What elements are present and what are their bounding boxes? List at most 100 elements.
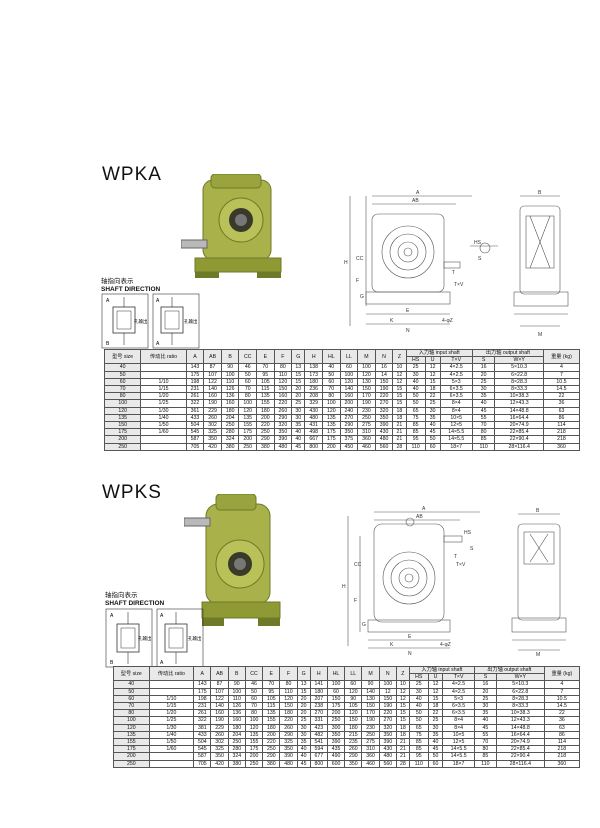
section-wpka: WPKA 轴指向表示 SHAFT DIRECTION A B 孔输出 A 孔输出…: [101, 164, 581, 451]
table-cell: 140: [361, 687, 380, 696]
shaft-direction-label: 轴指向表示 SHAFT DIRECTION: [101, 278, 161, 293]
table-cell: 180: [227, 723, 246, 732]
table-cell: 677: [309, 752, 328, 761]
table-cell: 85: [405, 421, 426, 430]
table-cell: 275: [361, 738, 380, 747]
table-cell: 16: [473, 680, 497, 689]
table-cell: 28: [395, 759, 410, 768]
table-cell: 45: [473, 723, 497, 732]
section-title: WPKA: [102, 164, 162, 185]
table-cell: 115: [262, 702, 281, 711]
table-cell: 120: [273, 377, 293, 387]
table-cell: 190: [361, 716, 380, 725]
table-cell: 180: [262, 723, 281, 732]
table-cell: 100: [244, 716, 264, 725]
dim-label: F: [356, 278, 359, 284]
table-cell: 155: [113, 738, 150, 747]
table-cell: 20: [291, 385, 306, 394]
table-cell: 5×3: [439, 377, 473, 387]
table-cell: 126: [220, 385, 240, 394]
table-cell: 14×48.8: [495, 723, 545, 732]
table-cell: 80: [238, 392, 258, 401]
table-cell: 30: [291, 406, 306, 415]
table-cell: 1/25: [148, 716, 195, 725]
table-cell: 12: [392, 370, 407, 379]
dim-label: B: [538, 190, 542, 196]
shaft-direction-label: 轴指向表示 SHAFT DIRECTION: [105, 592, 165, 607]
table-cell: 55: [473, 730, 497, 740]
table-cell: 170: [357, 392, 376, 401]
table-cell: 15: [395, 709, 410, 718]
table-cell: 80: [273, 363, 293, 372]
table-cell: 600: [326, 759, 346, 768]
table-cell: 380: [262, 759, 281, 768]
table-cell: [148, 752, 195, 761]
table-cell: 331: [309, 716, 328, 725]
table-cell: 175: [326, 702, 346, 711]
table-cell: 40: [113, 680, 150, 689]
table-cell: 480: [378, 752, 397, 761]
table-cell: 50: [244, 687, 264, 696]
table-cell: 30: [427, 723, 444, 732]
table-cell: 433: [193, 730, 212, 740]
table-cell: 322: [185, 399, 205, 408]
table-cell: 138: [304, 363, 323, 372]
table-cell: 107: [210, 687, 229, 696]
table-cell: 594: [309, 745, 328, 754]
table-cell: 250: [227, 738, 246, 747]
table-cell: 15: [427, 694, 444, 704]
table-cell: 120: [344, 687, 363, 696]
table-cell: 1/40: [140, 413, 187, 423]
table-cell: 50: [408, 709, 429, 718]
table-cell: 150: [361, 702, 380, 711]
table-cell: 310: [361, 745, 380, 754]
table-cell: 236: [304, 385, 323, 394]
table-cell: 60: [344, 680, 363, 689]
table-header-row: 型号 size 传动比 ratio A AB B CC E F G H HL L…: [113, 665, 581, 682]
table-cell: 270: [309, 709, 328, 718]
table-cell: 100: [322, 399, 341, 408]
table-cell: 170: [361, 709, 380, 718]
table-cell: 360: [543, 759, 581, 768]
dim-label: H: [342, 584, 346, 590]
shaft-direction-diagrams: A B 孔输出 A 孔输出 A: [101, 293, 200, 349]
dim-label: G: [360, 294, 364, 300]
table-cell: 14×5.5: [442, 745, 475, 754]
table-cell: 65: [405, 406, 426, 415]
table-cell: 60: [113, 694, 150, 704]
table-cell: [148, 687, 195, 696]
dim-label: M: [538, 332, 542, 338]
table-cell: 120: [113, 723, 150, 732]
table-cell: 8×4: [439, 399, 473, 408]
table-cell: 70: [256, 363, 275, 372]
section-wpks: WPKS 轴指向表示 SHAFT DIRECTION A B 孔输出 A 孔输出…: [0, 414, 600, 828]
table-cell: 70: [471, 421, 496, 430]
dim-label: AB: [412, 198, 419, 204]
table-cell: 95: [405, 435, 426, 444]
table-cell: 390: [279, 752, 298, 761]
table-cell: 150: [273, 385, 293, 394]
table-cell: 36: [543, 716, 581, 725]
table-cell: 160: [339, 392, 359, 401]
table-cell: 25: [296, 716, 311, 725]
table-cell: 10.5: [543, 694, 581, 704]
table-cell: 200: [326, 709, 346, 718]
table-cell: 13: [296, 680, 311, 689]
table-cell: 18: [395, 723, 410, 732]
table-cell: 198: [185, 377, 205, 387]
table-cell: 235: [344, 738, 363, 747]
table-cell: [148, 759, 195, 768]
mini-label: 孔输出: [138, 635, 152, 642]
table-cell: 40: [405, 377, 426, 387]
table-cell: 120: [339, 377, 359, 387]
table-cell: 135: [262, 709, 281, 718]
table-cell: 30: [296, 723, 311, 732]
table-cell: 21: [392, 421, 407, 430]
table-cell: 218: [542, 428, 581, 437]
table-cell: 5×3: [442, 694, 475, 704]
table-cell: 45: [427, 745, 444, 754]
